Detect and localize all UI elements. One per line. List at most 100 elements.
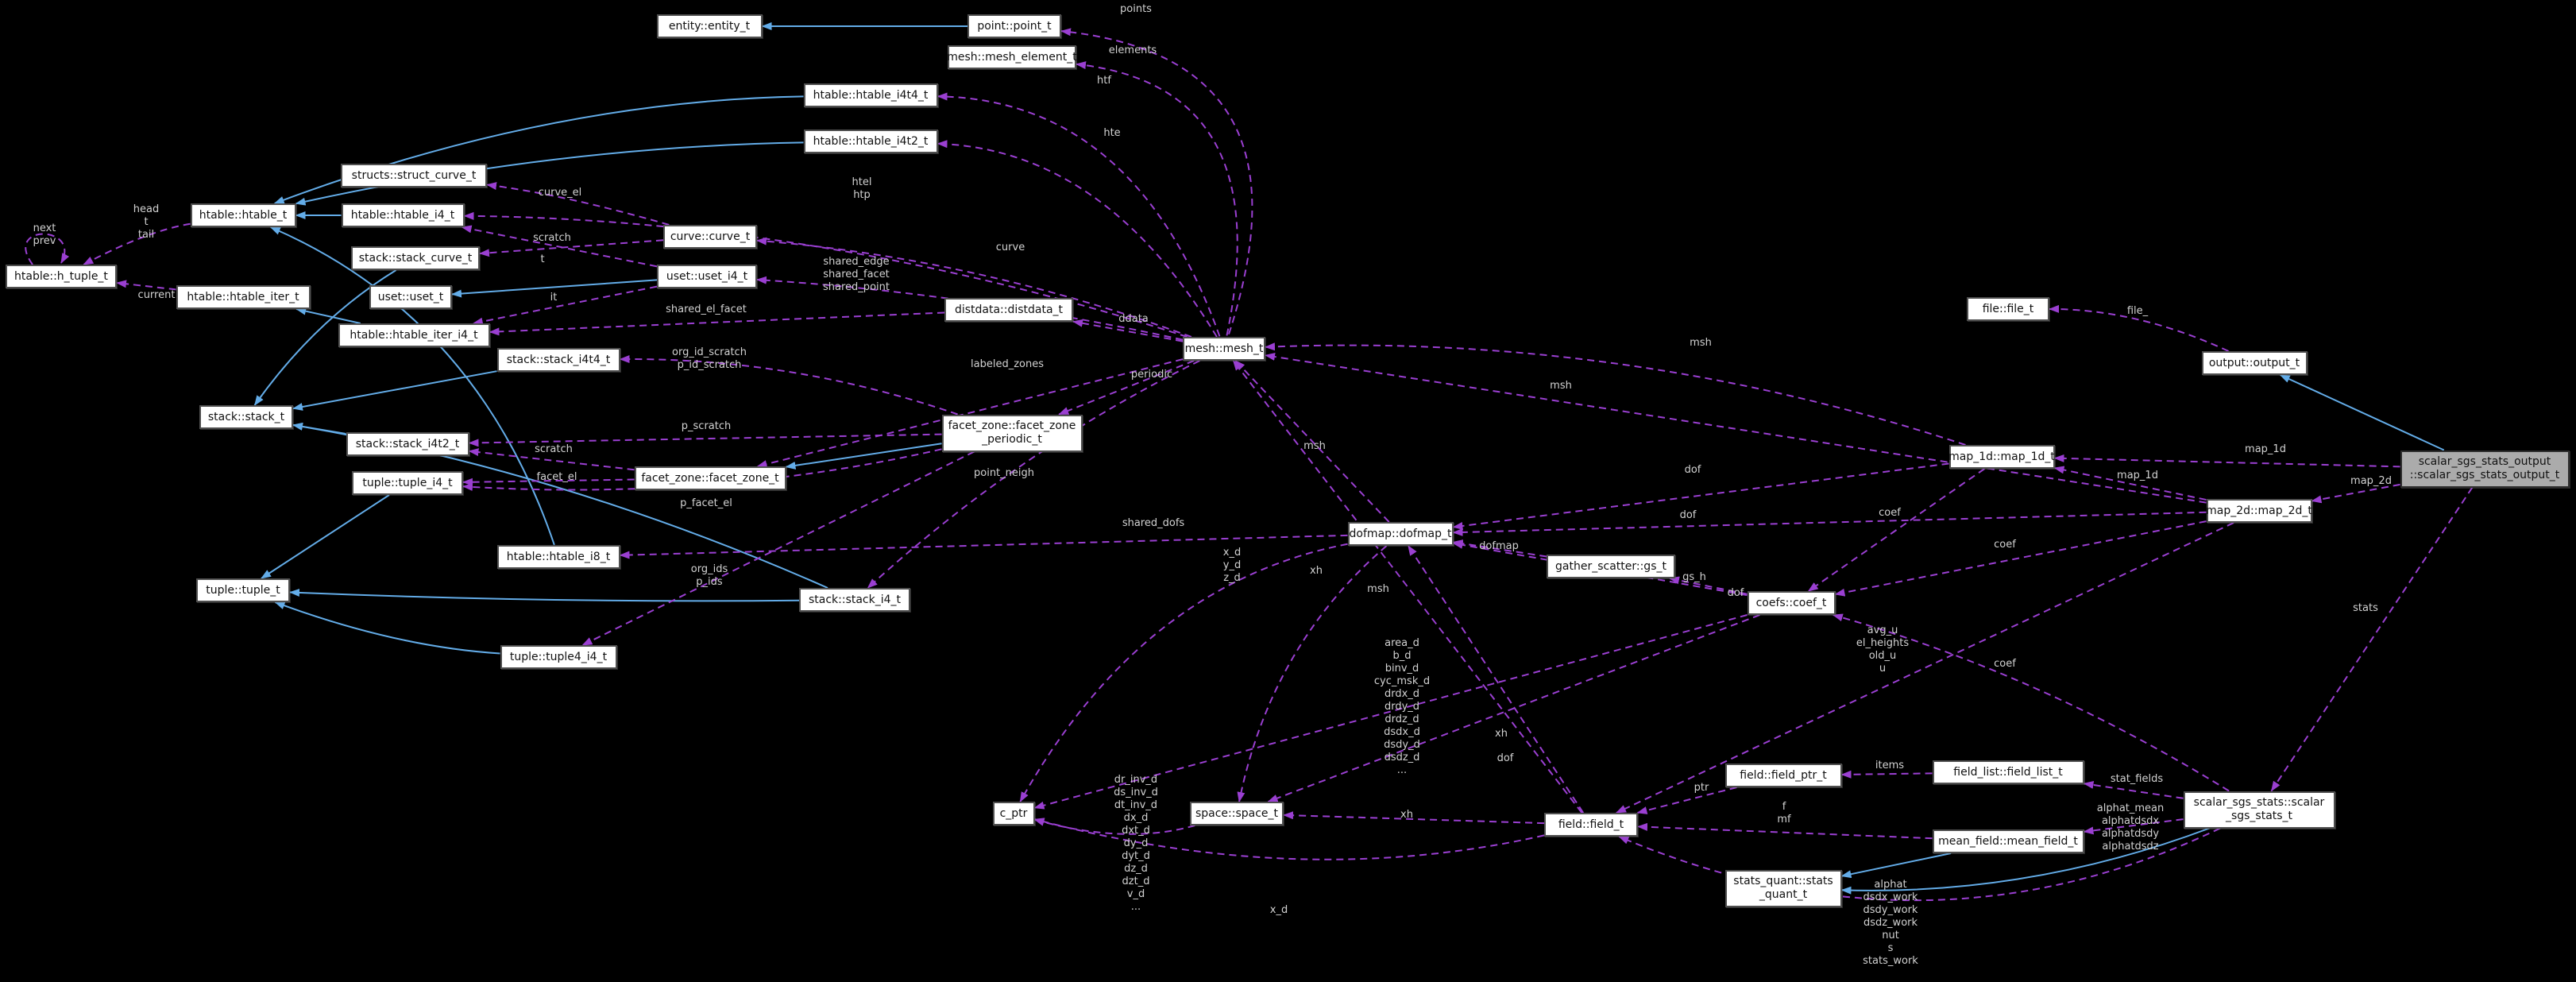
- edge-h_tuple-h_tuple: [25, 233, 70, 265]
- node-stack_i4t2[interactable]: stack::stack_i4t2_t: [346, 432, 469, 456]
- node-uset[interactable]: uset::uset_t: [369, 285, 452, 309]
- edge-mean_field-field: [1637, 822, 1933, 840]
- edge-facet_zone_periodic-stack_i4t4: [619, 354, 958, 416]
- node-field_list[interactable]: field_list::field_list_t: [1932, 760, 2084, 784]
- node-stack_i4t4[interactable]: stack::stack_i4t4_t: [496, 348, 620, 372]
- node-htable_iter_i4[interactable]: htable::htable_iter_i4_t: [338, 323, 490, 347]
- node-sso[interactable]: scalar_sgs_stats_output ::scalar_sgs_sta…: [2400, 450, 2570, 488]
- edge-coef-space: [1267, 614, 1760, 802]
- edge-mesh-distdata: [1072, 319, 1184, 342]
- node-htable[interactable]: htable::htable_t: [190, 203, 296, 227]
- edge-output-file: [2049, 304, 2229, 352]
- node-mean_field[interactable]: mean_field::mean_field_t: [1932, 829, 2084, 853]
- edge-field-dofmap: [1408, 545, 1584, 814]
- edge-facet_zone_periodic-tuple4_i4: [581, 450, 975, 646]
- node-stack[interactable]: stack::stack_t: [199, 405, 293, 429]
- node-htable_iter[interactable]: htable::htable_iter_t: [176, 285, 311, 309]
- edge-mean_field-stats_quant: [1840, 852, 1952, 879]
- node-tuple4_i4[interactable]: tuple::tuple4_i4_t: [500, 645, 617, 669]
- edge-map_2d-field: [1616, 522, 2234, 814]
- edge-map_1d-mesh: [1265, 342, 1966, 446]
- node-field_ptr[interactable]: field::field_ptr_t: [1724, 764, 1842, 787]
- edge-coef-c_ptr: [1033, 614, 1748, 810]
- node-gs[interactable]: gather_scatter::gs_t: [1547, 555, 1675, 578]
- node-stats_quant[interactable]: stats_quant::stats _quant_t: [1724, 869, 1842, 907]
- edge-curve-struct_curve: [486, 182, 670, 226]
- edge-mesh-facet_zone: [756, 358, 1184, 468]
- edge-tuple4_i4-tuple: [274, 601, 500, 655]
- edge-htable-h_tuple: [83, 222, 191, 265]
- node-tuple[interactable]: tuple::tuple_t: [196, 578, 290, 602]
- edge-stack_i4-tuple: [289, 588, 800, 602]
- edge-map_1d-dofmap: [1452, 462, 1949, 530]
- edge-dofmap-space: [1237, 545, 1388, 802]
- edge-mesh-stack_i4: [867, 360, 1200, 589]
- edge-mesh-facet_zone_periodic: [1058, 360, 1195, 416]
- node-htable_i4t2[interactable]: htable::htable_i4t2_t: [803, 130, 938, 153]
- edge-stack_curve-stack: [253, 269, 397, 406]
- edge-sgs_stats-field_list: [2083, 781, 2184, 799]
- node-dofmap[interactable]: dofmap::dofmap_t: [1347, 522, 1454, 546]
- node-curve[interactable]: curve::curve_t: [663, 225, 757, 249]
- node-entity[interactable]: entity::entity_t: [656, 14, 763, 38]
- edge-field-mesh: [1232, 360, 1583, 814]
- node-output[interactable]: output::output_t: [2201, 351, 2308, 375]
- edge-sso-sgs_stats: [2270, 486, 2474, 792]
- edge-map_1d-coef: [1807, 468, 1985, 592]
- edge-facet_zone_periodic-stack_i4t2: [468, 433, 942, 447]
- node-map_1d[interactable]: map_1d::map_1d_t: [1948, 445, 2055, 469]
- edge-mesh-point: [1060, 28, 1253, 334]
- edge-sgs_stats-coef: [1832, 613, 2230, 792]
- edge-htable_iter-h_tuple: [116, 280, 176, 291]
- edge-mesh-htable_i4t4: [937, 92, 1221, 337]
- node-facet_zone_periodic[interactable]: facet_zone::facet_zone _periodic_t: [941, 414, 1083, 452]
- node-point[interactable]: point::point_t: [967, 14, 1061, 38]
- edge-mesh-htable_i4: [463, 211, 1188, 338]
- node-uset_i4[interactable]: uset::uset_i4_t: [657, 265, 757, 288]
- edge-sgs_stats-stats_quant: [1840, 827, 2210, 895]
- edge-map_2d-mesh: [1265, 353, 2207, 504]
- node-coef[interactable]: coefs::coef_t: [1747, 591, 1836, 615]
- node-field[interactable]: field::field_t: [1544, 813, 1638, 837]
- edge-mesh-mesh_element: [1076, 61, 1238, 336]
- edge-facet_zone-tuple_i4: [462, 477, 635, 486]
- edge-uset_i4-uset: [451, 279, 658, 298]
- node-facet_zone[interactable]: facet_zone::facet_zone_t: [634, 466, 786, 490]
- node-space[interactable]: space::space_t: [1190, 802, 1284, 825]
- edge-dofmap-mesh: [1234, 360, 1390, 523]
- edge-dofmap-htable_i8: [619, 534, 1348, 559]
- node-map_2d[interactable]: map_2d::map_2d_t: [2206, 499, 2312, 523]
- node-htable_i4[interactable]: htable::htable_i4_t: [341, 203, 465, 227]
- node-htable_i8[interactable]: htable::htable_i8_t: [496, 545, 620, 569]
- edge-mesh-htable_i4t2: [937, 140, 1218, 338]
- node-mesh_element[interactable]: mesh::mesh_element_t: [947, 45, 1077, 69]
- node-c_ptr[interactable]: c_ptr: [992, 802, 1035, 825]
- node-tuple_i4[interactable]: tuple::tuple_i4_t: [352, 471, 463, 495]
- edge-facet_zone_periodic-facet_zone: [785, 443, 942, 470]
- node-stack_curve[interactable]: stack::stack_curve_t: [351, 246, 480, 270]
- node-distdata[interactable]: distdata::distdata_t: [944, 298, 1073, 322]
- node-sgs_stats[interactable]: scalar_sgs_stats::scalar _sgs_stats_t: [2183, 791, 2335, 829]
- edge-sso-map_2d: [2311, 483, 2400, 504]
- node-file[interactable]: file::file_t: [1967, 297, 2049, 321]
- node-htable_i4t4[interactable]: htable::htable_i4t4_t: [803, 83, 938, 107]
- node-h_tuple[interactable]: htable::h_tuple_t: [6, 265, 117, 288]
- edge-sgs_stats-mean_field: [2083, 818, 2184, 835]
- edge-tuple_i4-tuple: [261, 494, 390, 579]
- edge-facet_zone_periodic-tuple_i4: [462, 448, 942, 491]
- node-mesh[interactable]: mesh::mesh_t: [1183, 337, 1265, 361]
- edge-sso-output: [2279, 374, 2445, 451]
- edge-map_2d-map_1d: [2053, 466, 2207, 501]
- node-struct_curve[interactable]: structs::struct_curve_t: [341, 164, 487, 188]
- edge-field_ptr-field: [1636, 787, 1737, 814]
- edge-space-c_ptr: [1033, 818, 1195, 835]
- edge-map_2d-coef: [1834, 520, 2207, 597]
- edge-htable_iter_i4-htable_iter: [295, 307, 361, 324]
- edge-gs-dofmap: [1452, 539, 1547, 558]
- node-stack_i4[interactable]: stack::stack_i4_t: [799, 588, 910, 612]
- edge-map_2d-dofmap: [1452, 511, 2207, 536]
- edge-mesh-curve: [756, 237, 1192, 338]
- edge-field_list-field_ptr: [1840, 770, 1933, 779]
